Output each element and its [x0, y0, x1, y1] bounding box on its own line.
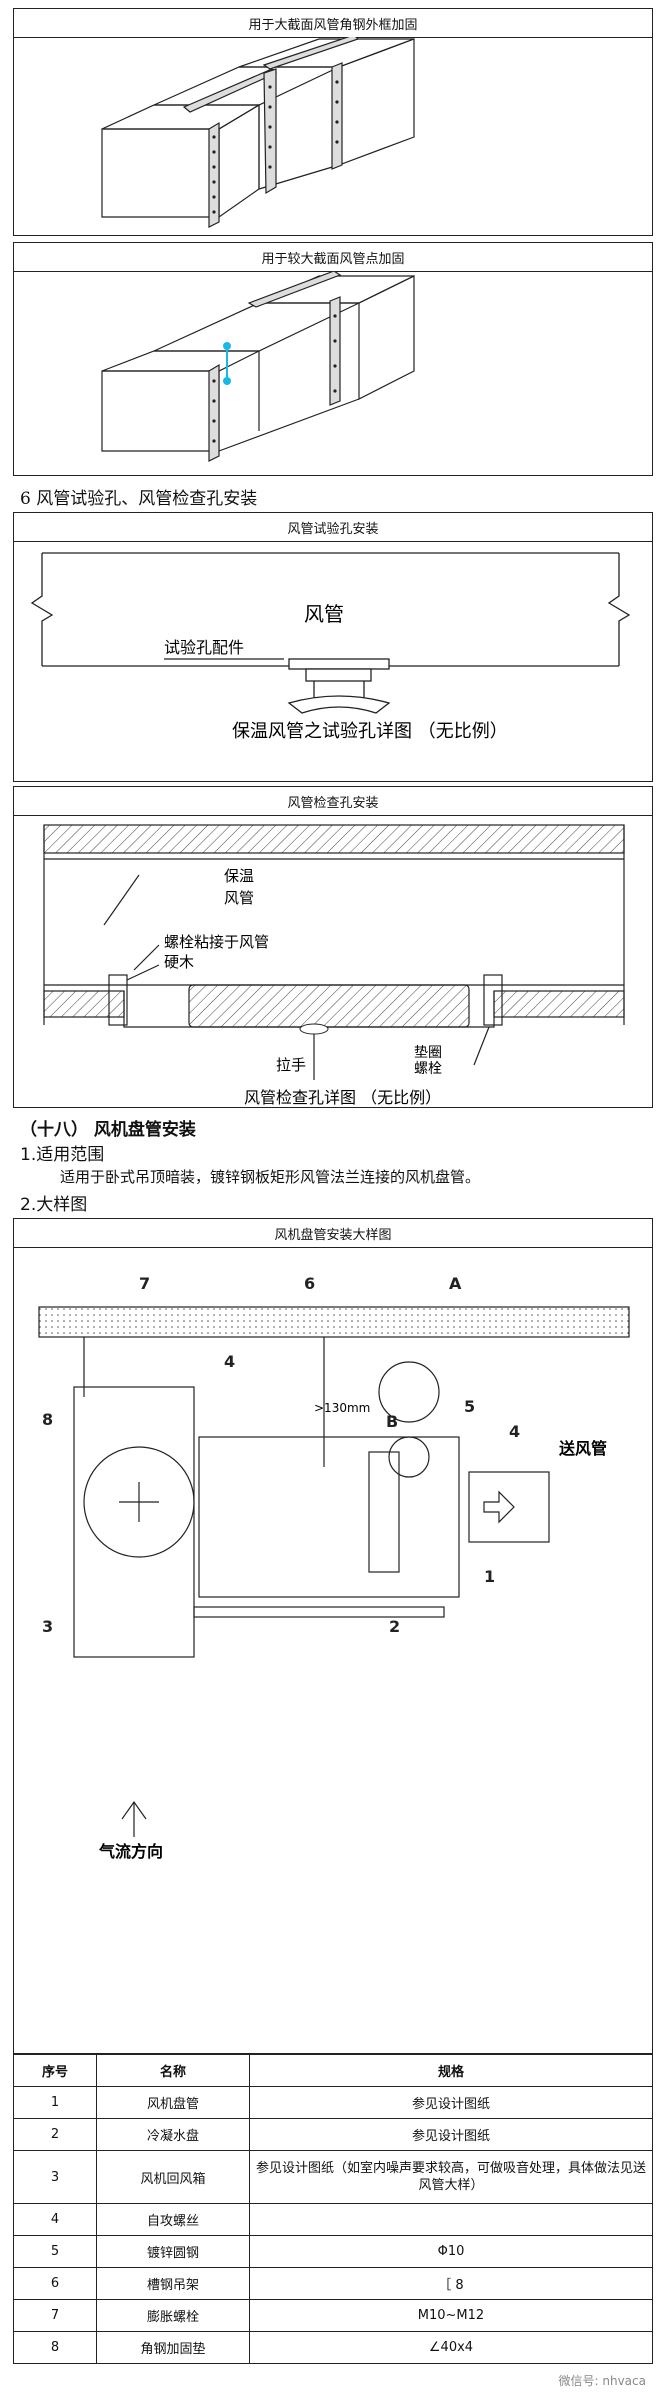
cell-no: 7 [13, 2299, 97, 2332]
duct-angle-frame-drawing [101, 37, 415, 228]
panel-point-reinforcement: 用于较大截面风管点加固 [13, 242, 653, 476]
cell-name: 风机回风箱 [96, 2150, 250, 2204]
table-row: 8 角钢加固垫 ∠40x4 [13, 2331, 653, 2364]
cell-name: 冷凝水盘 [96, 2118, 250, 2151]
panel-test-hole: 风管试验孔安装 风管 试验孔配件 保温风管之试验孔详图 （无比例） [13, 512, 653, 782]
header-spec: 规格 [249, 2054, 653, 2087]
table-row: 4 自攻螺丝 [13, 2203, 653, 2236]
table-row: 5 镀锌圆钢 Φ10 [13, 2235, 653, 2268]
detail-drawing-heading: 2.大样图 [20, 1195, 88, 1215]
callout-A: A [449, 1274, 462, 1293]
supply-duct-label: 送风管 [558, 1439, 607, 1458]
duct-point-reinforcement-drawing [101, 271, 415, 462]
test-hole-drawing: 风管 试验孔配件 保温风管之试验孔详图 （无比例） [30, 552, 631, 742]
dimension-label: >130mm [314, 1401, 370, 1415]
cell-spec: 参见设计图纸（如室内噪声要求较高，可做吸音处理，具体做法见送风管大样） [249, 2150, 653, 2204]
hardwood-label: 硬木 [164, 953, 194, 971]
table-row: 7 膨胀螺栓 M10~M12 [13, 2299, 653, 2332]
test-hole-caption: 保温风管之试验孔详图 （无比例） [232, 721, 508, 742]
section-18-heading: （十八） 风机盘管安装 [20, 1120, 196, 1140]
callout-6: 6 [304, 1274, 315, 1293]
panel-title: 风管检查孔安装 [14, 787, 652, 816]
callout-1: 1 [484, 1567, 495, 1586]
table-header-row: 序号 名称 规格 [13, 2054, 653, 2087]
spec-table: 序号 名称 规格 1 风机盘管 参见设计图纸 2 冷凝水盘 参见设计图纸 3 风… [13, 2054, 653, 2364]
cell-spec: 参见设计图纸 [249, 2118, 653, 2151]
header-name: 名称 [96, 2054, 250, 2087]
screw-label: 螺栓 [414, 1061, 442, 1077]
panel-angle-frame-reinforcement: 用于大截面风管角钢外框加固 [13, 8, 653, 236]
cell-no: 3 [13, 2150, 97, 2204]
scope-heading: 1.适用范围 [20, 1145, 105, 1165]
scope-body: 适用于卧式吊顶暗装，镀锌钢板矩形风管法兰连接的风机盘管。 [60, 1168, 481, 1186]
cell-spec: 参见设计图纸 [249, 2086, 653, 2119]
insulation-label: 保温 [224, 867, 254, 885]
panel-title: 风机盘管安装大样图 [14, 1219, 652, 1248]
section-6-heading: 6 风管试验孔、风管检查孔安装 [20, 489, 258, 509]
cell-no: 6 [13, 2267, 97, 2300]
callout-7: 7 [139, 1274, 150, 1293]
duct-label: 风管 [224, 889, 254, 907]
wechat-watermark: 微信号: nhvaca [558, 2374, 646, 2388]
cell-no: 2 [13, 2118, 97, 2151]
callout-4-right: 4 [509, 1422, 520, 1441]
table-row: 1 风机盘管 参见设计图纸 [13, 2086, 653, 2119]
handle-label: 拉手 [276, 1056, 306, 1074]
duct-label: 风管 [304, 602, 344, 626]
cell-no: 5 [13, 2235, 97, 2268]
cell-name: 角钢加固垫 [96, 2331, 250, 2364]
cell-no: 1 [13, 2086, 97, 2119]
cell-spec: ∠40x4 [249, 2331, 653, 2364]
callout-5: 5 [464, 1397, 475, 1416]
cell-no: 8 [13, 2331, 97, 2364]
cell-name: 自攻螺丝 [96, 2203, 250, 2236]
panel-fan-coil-detail: 风机盘管安装大样图 7 6 A [13, 1218, 653, 2054]
bolt-bond-label: 螺栓粘接于风管 [164, 933, 269, 951]
fan-coil-drawing: 7 6 A 4 5 B 4 8 3 1 2 >130mm 送风管 气流方向 [38, 1274, 630, 1861]
callout-2: 2 [389, 1617, 400, 1636]
callout-B: B [386, 1412, 398, 1431]
callout-8: 8 [42, 1410, 53, 1429]
gasket-label: 垫圈 [414, 1045, 442, 1061]
callout-3: 3 [42, 1617, 53, 1636]
panel-inspection-hole: 风管检查孔安装 保温 风管 螺栓粘接于风管 [13, 786, 653, 1108]
cell-spec: ［ 8 [249, 2267, 653, 2300]
cell-no: 4 [13, 2203, 97, 2236]
table-row: 2 冷凝水盘 参见设计图纸 [13, 2118, 653, 2151]
cell-name: 镀锌圆钢 [96, 2235, 250, 2268]
cell-name: 槽钢吊架 [96, 2267, 250, 2300]
test-fitting-label: 试验孔配件 [164, 638, 244, 657]
inspection-caption: 风管检查孔详图 （无比例） [244, 1088, 441, 1107]
cell-spec: Φ10 [249, 2235, 653, 2268]
table-row: 6 槽钢吊架 ［ 8 [13, 2267, 653, 2300]
airflow-direction-label: 气流方向 [98, 1842, 163, 1861]
cell-spec [249, 2203, 653, 2236]
cell-spec: M10~M12 [249, 2299, 653, 2332]
cell-name: 风机盘管 [96, 2086, 250, 2119]
table-row: 3 风机回风箱 参见设计图纸（如室内噪声要求较高，可做吸音处理，具体做法见送风管… [13, 2150, 653, 2204]
panel-title: 用于较大截面风管点加固 [14, 243, 652, 272]
cell-name: 膨胀螺栓 [96, 2299, 250, 2332]
panel-title: 风管试验孔安装 [14, 513, 652, 542]
panel-title: 用于大截面风管角钢外框加固 [14, 9, 652, 38]
header-no: 序号 [13, 2054, 97, 2087]
callout-4-left: 4 [224, 1352, 235, 1371]
inspection-hole-drawing: 保温 风管 螺栓粘接于风管 硬木 拉手 垫圈 螺栓 风管检查孔详图 （无比例） [43, 824, 625, 1107]
